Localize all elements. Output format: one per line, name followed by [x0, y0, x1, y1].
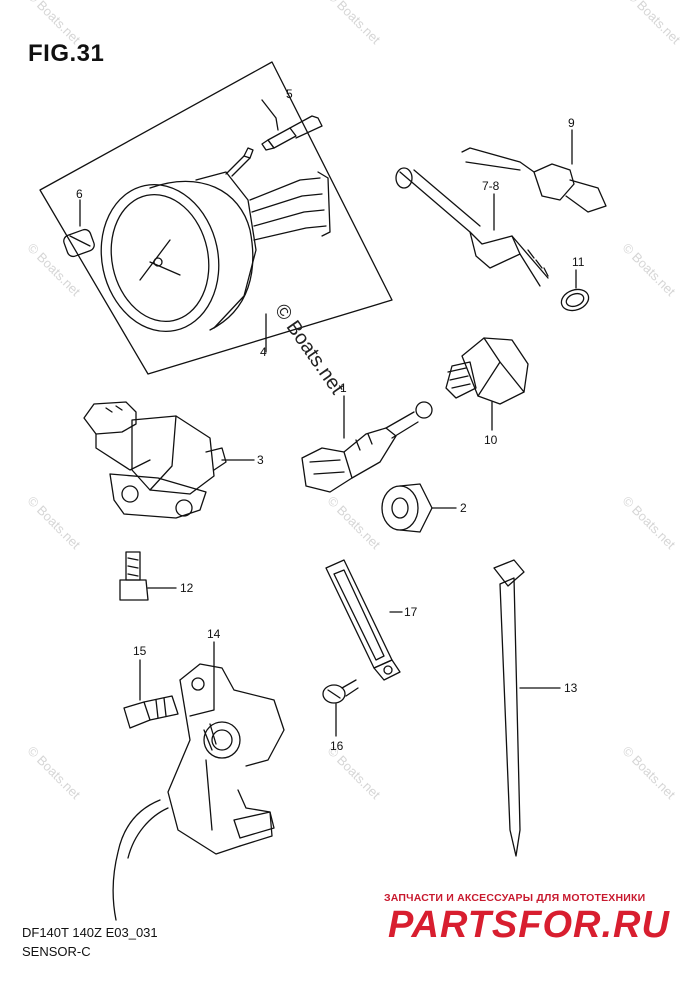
callout-11: 11	[572, 255, 585, 269]
map-sensor-part-3	[83, 401, 227, 519]
callout-16: 16	[330, 739, 344, 753]
callout-17: 17	[404, 605, 418, 619]
figure-title: FIG.31	[28, 40, 105, 67]
callout-10: 10	[484, 433, 498, 447]
callout-12: 12	[180, 581, 194, 595]
screw-part-16	[322, 679, 359, 704]
section-name: SENSOR-C	[22, 944, 91, 959]
gauge-assembly-frame	[39, 61, 393, 375]
gauge-part-4	[100, 147, 331, 333]
callout-13: 13	[564, 681, 578, 695]
callout-15: 15	[133, 644, 147, 658]
cable-tie-part-13	[493, 559, 525, 857]
callout-3: 3	[257, 453, 264, 467]
callout-1: 1	[340, 381, 347, 395]
strap-part-17	[325, 559, 401, 681]
callout-9: 9	[568, 116, 575, 130]
sensor-part-7-8	[395, 167, 549, 287]
callout-2: 2	[460, 501, 467, 515]
callout-7-8: 7-8	[482, 179, 500, 193]
o-ring-part-11	[560, 288, 590, 312]
bulb-socket-part-5	[261, 115, 323, 151]
grommet-part-2	[381, 483, 433, 533]
banner-logo: PARTSFOR.RU	[388, 904, 670, 946]
tps-bracket-part-14	[112, 663, 285, 921]
callout-6: 6	[76, 187, 83, 201]
leader-5	[261, 99, 279, 131]
bolt-part-12	[119, 551, 149, 601]
leader-14	[189, 641, 215, 717]
callout-4: 4	[260, 345, 267, 359]
sensor-part-9	[461, 147, 607, 213]
knock-sensor-part-10	[445, 337, 529, 405]
model-line: DF140T 140Z E03_031	[22, 925, 158, 940]
callout-5: 5	[286, 87, 293, 101]
banner-tagline: ЗАПЧАСТИ И АКСЕССУАРЫ ДЛЯ МОТОТЕХНИКИ	[384, 892, 646, 904]
temp-switch-part-1	[301, 401, 433, 493]
callout-14: 14	[207, 627, 221, 641]
bolt-part-15	[123, 695, 179, 729]
bulb-part-6	[63, 228, 95, 258]
